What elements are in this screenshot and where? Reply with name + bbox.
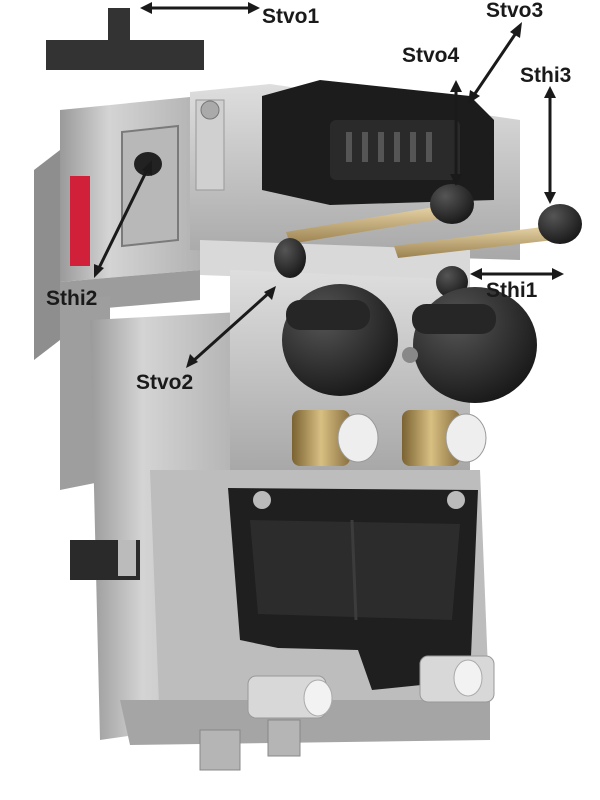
label-sthi1: Sthi1 bbox=[486, 279, 538, 302]
lower-cover bbox=[228, 488, 478, 690]
port-cap-left bbox=[274, 238, 306, 278]
rod-cap-lower bbox=[538, 204, 582, 244]
brass-fittings bbox=[292, 410, 487, 466]
reference-bar-marker bbox=[46, 8, 204, 70]
electrical-connector bbox=[262, 80, 494, 205]
label-stvo4: Stvo4 bbox=[402, 44, 460, 67]
test-rods bbox=[274, 184, 582, 298]
label-stvo1: Stvo1 bbox=[262, 5, 320, 28]
label-sthi3: Sthi3 bbox=[520, 64, 572, 87]
outlet-fittings bbox=[199, 655, 495, 771]
label-sthi2: Sthi2 bbox=[46, 287, 98, 310]
valve-caps bbox=[282, 284, 537, 403]
rod-cap-upper bbox=[430, 184, 474, 224]
annotation-arrows bbox=[94, 2, 564, 368]
label-stvo2: Stvo2 bbox=[136, 371, 194, 394]
label-stvo3: Stvo3 bbox=[486, 0, 544, 22]
